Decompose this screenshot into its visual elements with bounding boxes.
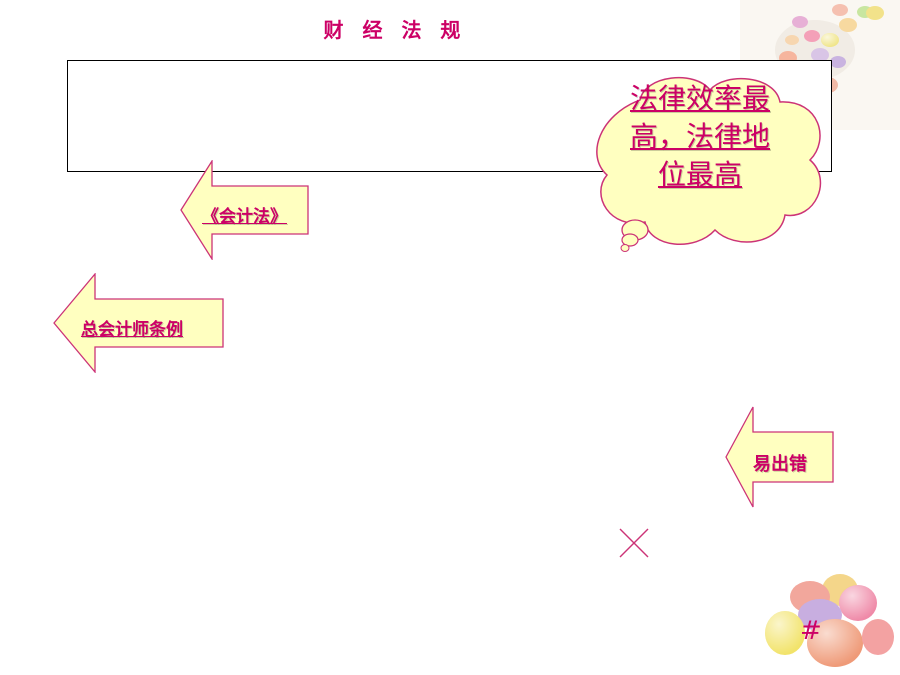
arrow-label: 总会计师条例 [81, 320, 183, 340]
arrow-callout-error-prone: 易出错 [725, 406, 835, 508]
candy-eggs-bottom-decoration [765, 574, 894, 667]
callout-text: 法律效率最高，法律地位最高 [630, 82, 771, 191]
left-arrow-icon [725, 406, 834, 508]
arrow-callout-accounting-law: 《会计法》 [180, 160, 310, 260]
arrow-label: 《会计法》 [202, 207, 287, 227]
left-arrow-icon [180, 160, 309, 260]
thought-bubble-callout: 法律效率最高，法律地位最高 [585, 70, 830, 255]
left-arrow-icon [53, 273, 224, 373]
cloud-shape [596, 77, 822, 252]
page-number: # [800, 616, 822, 646]
close-icon [619, 528, 649, 558]
arrow-callout-chief-accountant-regulation: 总会计师条例 [53, 273, 225, 373]
slide-title: 财 经 法 规 [323, 18, 467, 42]
arrow-label: 易出错 [753, 454, 807, 475]
